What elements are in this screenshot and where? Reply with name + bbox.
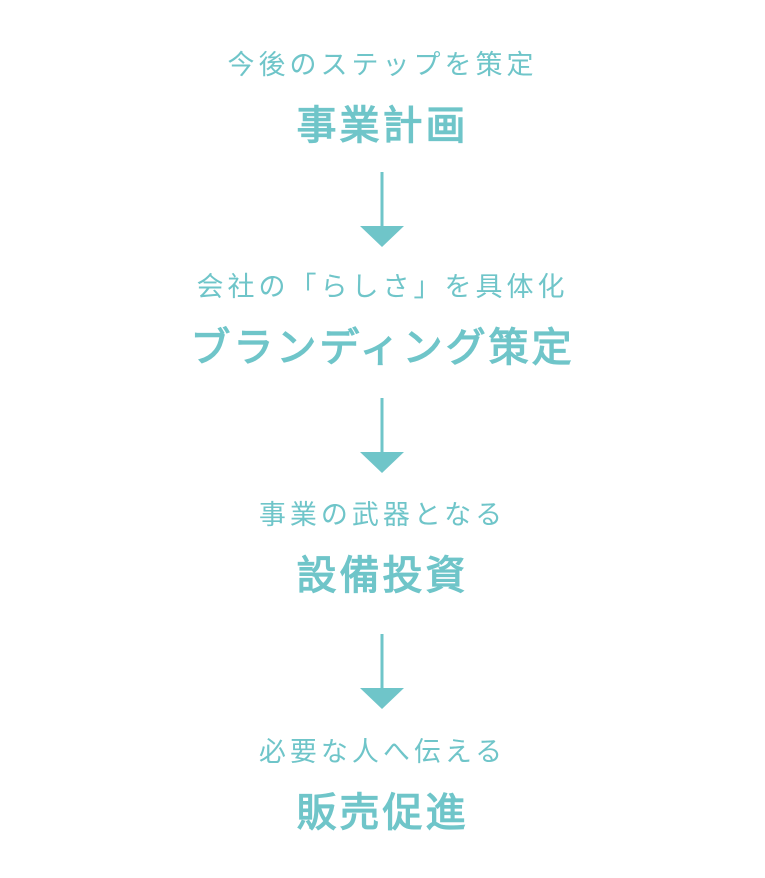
step-business-plan: 今後のステップを策定 事業計画 bbox=[0, 50, 765, 150]
step-equipment-investment: 事業の武器となる 設備投資 bbox=[0, 500, 765, 600]
down-arrow-icon bbox=[360, 398, 404, 473]
step-subtitle: 今後のステップを策定 bbox=[227, 50, 538, 81]
step-branding: 会社の「らしさ」を具体化 ブランディング策定 bbox=[0, 272, 765, 372]
down-arrow-icon bbox=[360, 634, 404, 709]
step-subtitle: 事業の武器となる bbox=[258, 500, 507, 531]
down-arrow-icon bbox=[360, 172, 404, 247]
step-subtitle: 会社の「らしさ」を具体化 bbox=[196, 272, 569, 303]
step-subtitle: 必要な人へ伝える bbox=[258, 737, 507, 768]
step-title: 事業計画 bbox=[296, 103, 469, 149]
step-sales-promotion: 必要な人へ伝える 販売促進 bbox=[0, 737, 765, 837]
step-title: 設備投資 bbox=[296, 553, 469, 599]
step-title: 販売促進 bbox=[296, 790, 469, 836]
step-title: ブランディング策定 bbox=[190, 325, 575, 371]
